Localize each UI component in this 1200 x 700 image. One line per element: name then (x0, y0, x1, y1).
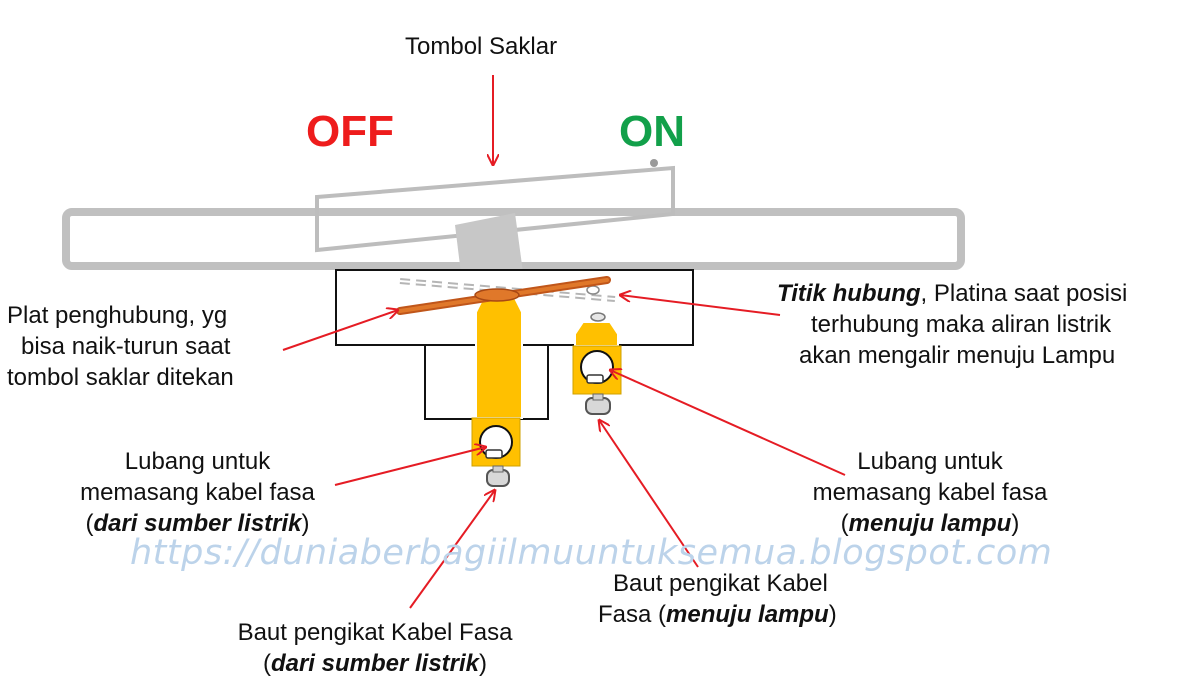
label-plate-line3: tombol saklar ditekan (7, 364, 234, 391)
label-plate-line1: Plat penghubung, yg (7, 302, 228, 329)
label-off: OFF (306, 107, 394, 156)
paren-close: ) (479, 650, 488, 677)
label-hole-source: Lubang untuk memasang kabel fasa (dari s… (40, 446, 355, 539)
label-hole-lamp-line1: Lubang untuk (857, 448, 1003, 475)
screw-head-lamp (586, 374, 604, 384)
plate-alt-tip (586, 285, 600, 295)
label-bolt-lamp-line1: Baut pengikat Kabel (613, 570, 828, 597)
contact-point-icon (590, 312, 606, 322)
label-hole-lamp-line2: memasang kabel fasa (812, 479, 1048, 506)
label-bolt-lamp: Baut pengikat Kabel Fasa (menuju lampu) (598, 568, 837, 630)
label-bolt-source-em: dari sumber listrik (270, 650, 480, 677)
label-hole-lamp: Lubang untuk memasang kabel fasa (menuju… (780, 446, 1080, 539)
label-hole-source-line1: Lubang untuk (124, 448, 271, 475)
paren-open: ( (840, 510, 849, 537)
label-contact-line3: akan mengalir menuju Lampu (799, 342, 1116, 369)
label-hole-lamp-em: menuju lampu (848, 510, 1012, 537)
terminal-lamp-column (574, 321, 619, 347)
watermark-url: https://duniaberbagiilmuuntuksemua.blogs… (130, 533, 1053, 573)
terminal-source-column (475, 295, 523, 419)
label-bolt-lamp-em: menuju lampu (666, 601, 829, 628)
arrow-hole-lamp (610, 370, 846, 476)
label-plate: Plat penghubung, yg bisa naik-turun saat… (7, 300, 234, 393)
label-contact-rest: , Platina saat posisi (920, 280, 1128, 307)
arrow-plate (282, 310, 398, 351)
on-side-pivot (650, 159, 658, 167)
screw-head-source (485, 449, 503, 459)
paren-open: ( (85, 510, 94, 537)
label-hole-source-line2: memasang kabel fasa (80, 479, 315, 506)
arrow-bolt-source (409, 490, 495, 609)
arrow-bolt-lamp (599, 420, 699, 568)
label-contact-point: Titik hubung, Platina saat posisi terhub… (777, 278, 1127, 371)
arrow-hole-source (334, 447, 486, 486)
label-plate-line2: bisa naik-turun saat (21, 333, 231, 360)
paren-close: ) (301, 510, 310, 537)
label-bolt-lamp-pre: Fasa ( (598, 601, 667, 628)
plate-pivot (474, 288, 520, 302)
paren-close: ) (828, 601, 837, 628)
paren-close: ) (1011, 510, 1020, 537)
label-on: ON (619, 107, 685, 156)
arrow-contact (620, 295, 781, 316)
rocker-button (315, 165, 675, 253)
paren-open: ( (262, 650, 271, 677)
label-contact-line2: terhubung maka aliran listrik (811, 311, 1112, 338)
label-bolt-source-line1: Baut pengikat Kabel Fasa (237, 619, 513, 646)
label-contact-em: Titik hubung (777, 280, 921, 307)
label-tombol-saklar: Tombol Saklar (405, 33, 558, 60)
label-bolt-source: Baut pengikat Kabel Fasa (dari sumber li… (195, 617, 555, 679)
label-hole-source-em: dari sumber listrik (93, 510, 302, 537)
